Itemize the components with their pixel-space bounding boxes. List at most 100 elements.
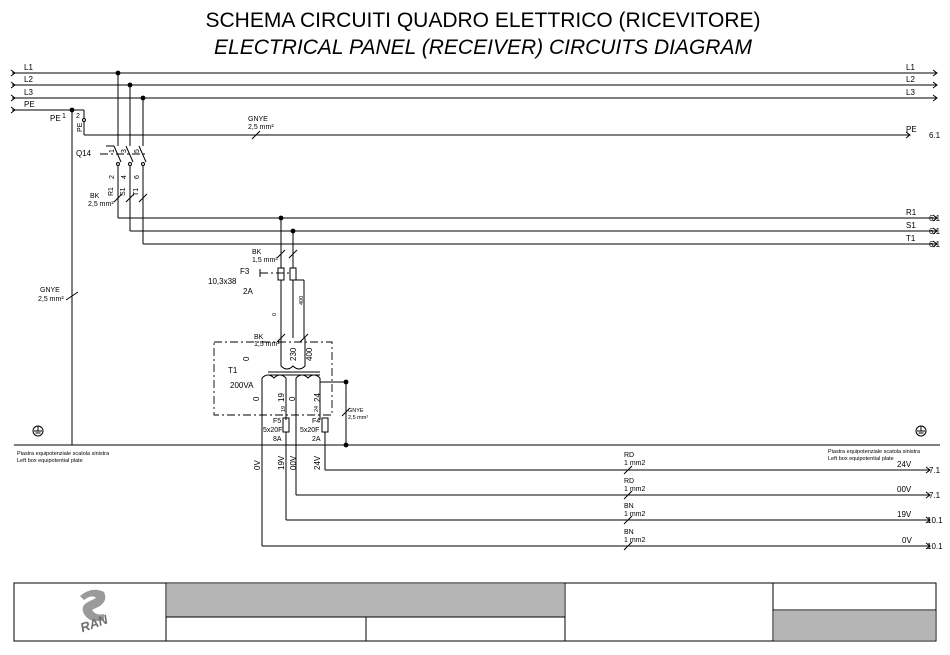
- svg-text:F5: F5: [273, 418, 281, 425]
- svg-text:4: 4: [121, 175, 128, 179]
- svg-text:BN: BN: [624, 503, 634, 510]
- output-0v: BN 1 mm2 0V 10.1: [262, 529, 943, 551]
- svg-text:6: 6: [134, 175, 141, 179]
- svg-text:6.1: 6.1: [929, 227, 941, 236]
- svg-text:PE: PE: [906, 125, 917, 134]
- svg-text:0: 0: [288, 396, 297, 401]
- svg-text:R1: R1: [906, 208, 917, 217]
- svg-text:RD: RD: [624, 452, 634, 459]
- svg-text:PE: PE: [77, 122, 84, 132]
- svg-text:230: 230: [289, 347, 298, 361]
- svg-text:5: 5: [134, 149, 141, 153]
- pe-earth-wire: GNYE 2,5 mm²: [38, 107, 79, 445]
- busbar-l2: L2 L2: [10, 75, 938, 89]
- svg-text:BN: BN: [624, 529, 634, 536]
- main-switch-q14: PE Q14 1 2 PE PE 6.1 GNYE 2,5 mm² 1 3: [50, 70, 941, 244]
- svg-text:6.1: 6.1: [929, 240, 941, 249]
- svg-text:R1: R1: [108, 187, 115, 196]
- svg-text:7.1: 7.1: [929, 491, 941, 500]
- svg-text:6.1: 6.1: [929, 214, 941, 223]
- svg-text:1,5 mm²: 1,5 mm²: [254, 341, 280, 348]
- svg-text:T1: T1: [906, 234, 916, 243]
- svg-text:RAN: RAN: [78, 611, 110, 635]
- svg-text:0V: 0V: [902, 536, 912, 545]
- svg-text:GNYE: GNYE: [40, 287, 60, 294]
- svg-text:00V: 00V: [289, 455, 298, 470]
- svg-text:3: 3: [121, 149, 128, 153]
- svg-text:5x20F: 5x20F: [263, 427, 282, 434]
- output-00v: RD 1 mm2 00V 7.1: [296, 478, 941, 500]
- svg-text:2,5 mm²: 2,5 mm²: [348, 415, 368, 421]
- svg-text:24: 24: [314, 406, 320, 412]
- svg-text:10,3x38: 10,3x38: [208, 277, 237, 286]
- svg-text:BK: BK: [252, 249, 262, 256]
- svg-text:BK: BK: [254, 334, 264, 341]
- svg-text:L1: L1: [24, 63, 33, 72]
- svg-text:S1: S1: [120, 187, 127, 196]
- busbar-l1: L1 L1: [10, 63, 938, 77]
- svg-text:S1: S1: [906, 221, 916, 230]
- svg-text:F3: F3: [240, 267, 250, 276]
- svg-text:PE: PE: [24, 100, 35, 109]
- svg-text:1 mm2: 1 mm2: [624, 537, 646, 544]
- svg-text:1: 1: [109, 149, 116, 153]
- svg-text:0: 0: [242, 356, 251, 361]
- svg-text:19V: 19V: [277, 455, 286, 470]
- svg-text:24: 24: [313, 393, 322, 402]
- svg-text:2,5 mm²: 2,5 mm²: [248, 124, 274, 131]
- title-block-shaded-field: [167, 584, 564, 617]
- svg-text:GNYE: GNYE: [348, 408, 364, 414]
- svg-text:Piastra equipotenziale scatola: Piastra equipotenziale scatola sinistra: [17, 451, 110, 457]
- svg-text:24V: 24V: [897, 460, 912, 469]
- fuse-f3: BK 1,5 mm² F3 10,3x38 2A 0 400: [208, 218, 309, 343]
- svg-text:24V: 24V: [313, 455, 322, 470]
- svg-text:1 mm2: 1 mm2: [624, 511, 646, 518]
- svg-text:400: 400: [299, 296, 305, 305]
- svg-text:8A: 8A: [273, 436, 282, 443]
- output-24v: RD 1 mm2 24V 7.1: [324, 452, 941, 475]
- fuse-f5: F5 5x20F 8A: [263, 417, 290, 445]
- svg-text:400: 400: [305, 347, 314, 361]
- svg-text:2A: 2A: [312, 436, 321, 443]
- svg-text:L1: L1: [906, 63, 915, 72]
- svg-text:1 mm2: 1 mm2: [624, 460, 646, 467]
- svg-text:PE: PE: [50, 114, 61, 123]
- svg-text:Left box equipotential plate: Left box equipotential plate: [17, 458, 83, 464]
- svg-text:0: 0: [272, 313, 278, 316]
- svg-text:19: 19: [281, 406, 287, 412]
- svg-text:L2: L2: [24, 75, 33, 84]
- title-italian: SCHEMA CIRCUITI QUADRO ELETTRICO (RICEVI…: [206, 9, 761, 32]
- svg-text:19: 19: [277, 393, 286, 402]
- svg-text:T1: T1: [133, 188, 140, 196]
- svg-text:1,5 mm²: 1,5 mm²: [252, 257, 278, 264]
- title-block: [13, 582, 937, 642]
- svg-text:00V: 00V: [897, 485, 912, 494]
- fuse-f4: F4 5x20F 2A: [300, 417, 329, 466]
- earth-bar: Piastra equipotenziale scatola sinistra …: [14, 425, 940, 464]
- title-english: ELECTRICAL PANEL (RECEIVER) CIRCUITS DIA…: [214, 36, 752, 59]
- busbar-l3: L3 L3: [10, 88, 938, 102]
- svg-text:2: 2: [76, 113, 80, 120]
- phase-outputs: R1 6.1 S1 6.1 T1 6.1: [118, 208, 941, 249]
- svg-text:RD: RD: [624, 478, 634, 485]
- svg-text:1: 1: [62, 113, 66, 120]
- svg-text:10.1: 10.1: [927, 516, 943, 525]
- low-voltage-outputs: 0V 19V 00V 24V RD 1 mm2 24V 7.1 RD 1 mm2…: [253, 420, 943, 551]
- transformer-t1: BK 1,5 mm² T1 200VA 0 230 400 GNYE 2,5 m…: [213, 334, 368, 445]
- svg-text:L2: L2: [906, 75, 915, 84]
- svg-text:F4: F4: [312, 418, 320, 425]
- svg-text:6.1: 6.1: [929, 131, 941, 140]
- title-block-shaded-field-right: [774, 611, 935, 640]
- svg-text:2A: 2A: [243, 287, 253, 296]
- svg-text:T1: T1: [228, 366, 238, 375]
- svg-text:GNYE: GNYE: [248, 116, 268, 123]
- svg-text:Piastra equipotenziale scatola: Piastra equipotenziale scatola sinistra: [828, 449, 921, 455]
- svg-text:Q14: Q14: [76, 149, 92, 158]
- svg-text:2: 2: [109, 175, 116, 179]
- svg-text:L3: L3: [906, 88, 915, 97]
- svg-text:200VA: 200VA: [230, 381, 254, 390]
- busbar-pe: PE: [10, 100, 72, 114]
- svg-text:2,5 mm²: 2,5 mm²: [38, 296, 64, 303]
- svg-text:0: 0: [252, 396, 261, 401]
